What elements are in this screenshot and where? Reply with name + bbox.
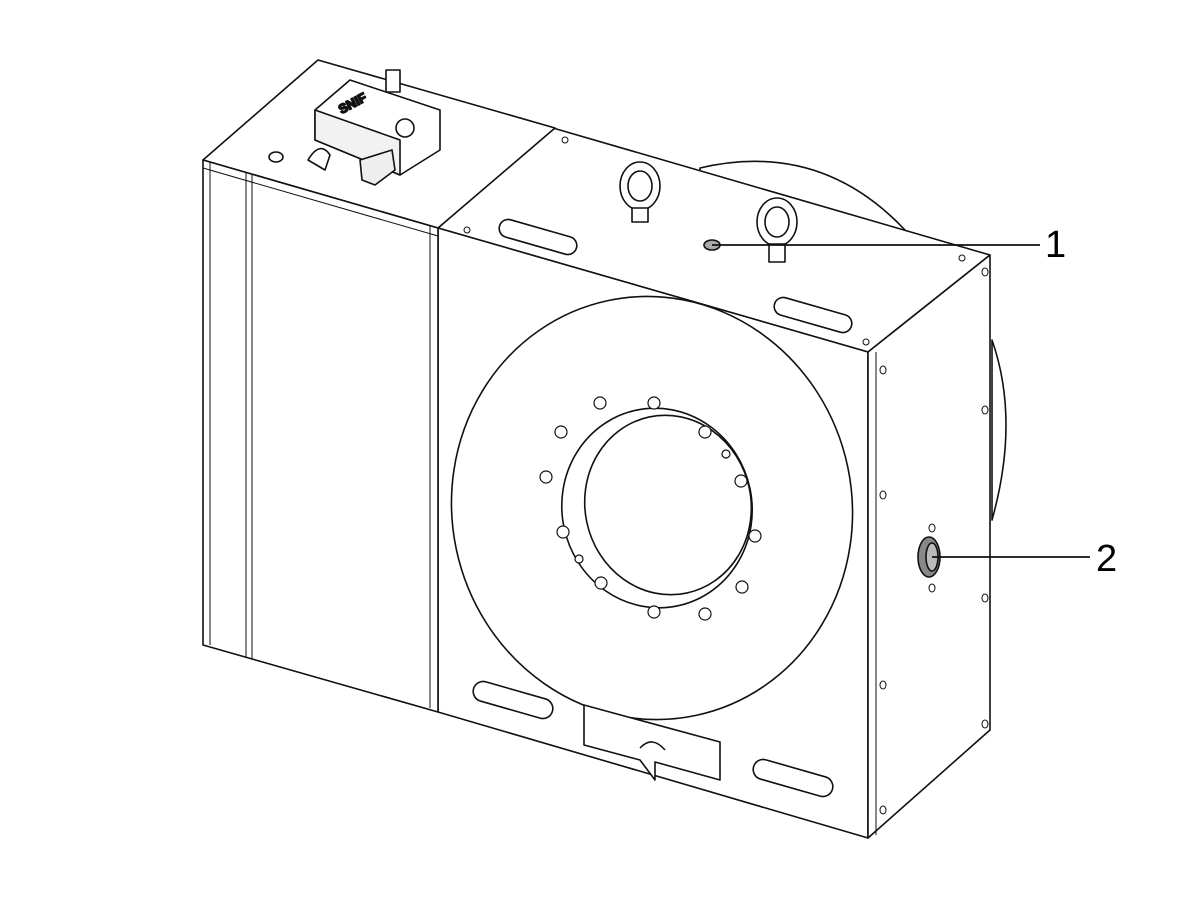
bottom-slot-right (752, 758, 834, 798)
cover-front-face (202, 159, 439, 713)
lubrication-pump: SNIF (268, 69, 441, 186)
eye-bolt-left (619, 161, 661, 223)
bolt-circle (539, 396, 762, 621)
top-slot-left (498, 218, 578, 256)
rear-disc-side (991, 339, 1007, 521)
eye-bolt-right (756, 197, 798, 263)
side-screws (879, 267, 989, 815)
callout-label-2: 2 (1096, 538, 1118, 580)
rotary-table-bore (583, 414, 753, 596)
callout-label-1: 1 (1045, 224, 1067, 266)
top-slot-right (773, 296, 853, 334)
bottom-slot-left (472, 680, 554, 720)
